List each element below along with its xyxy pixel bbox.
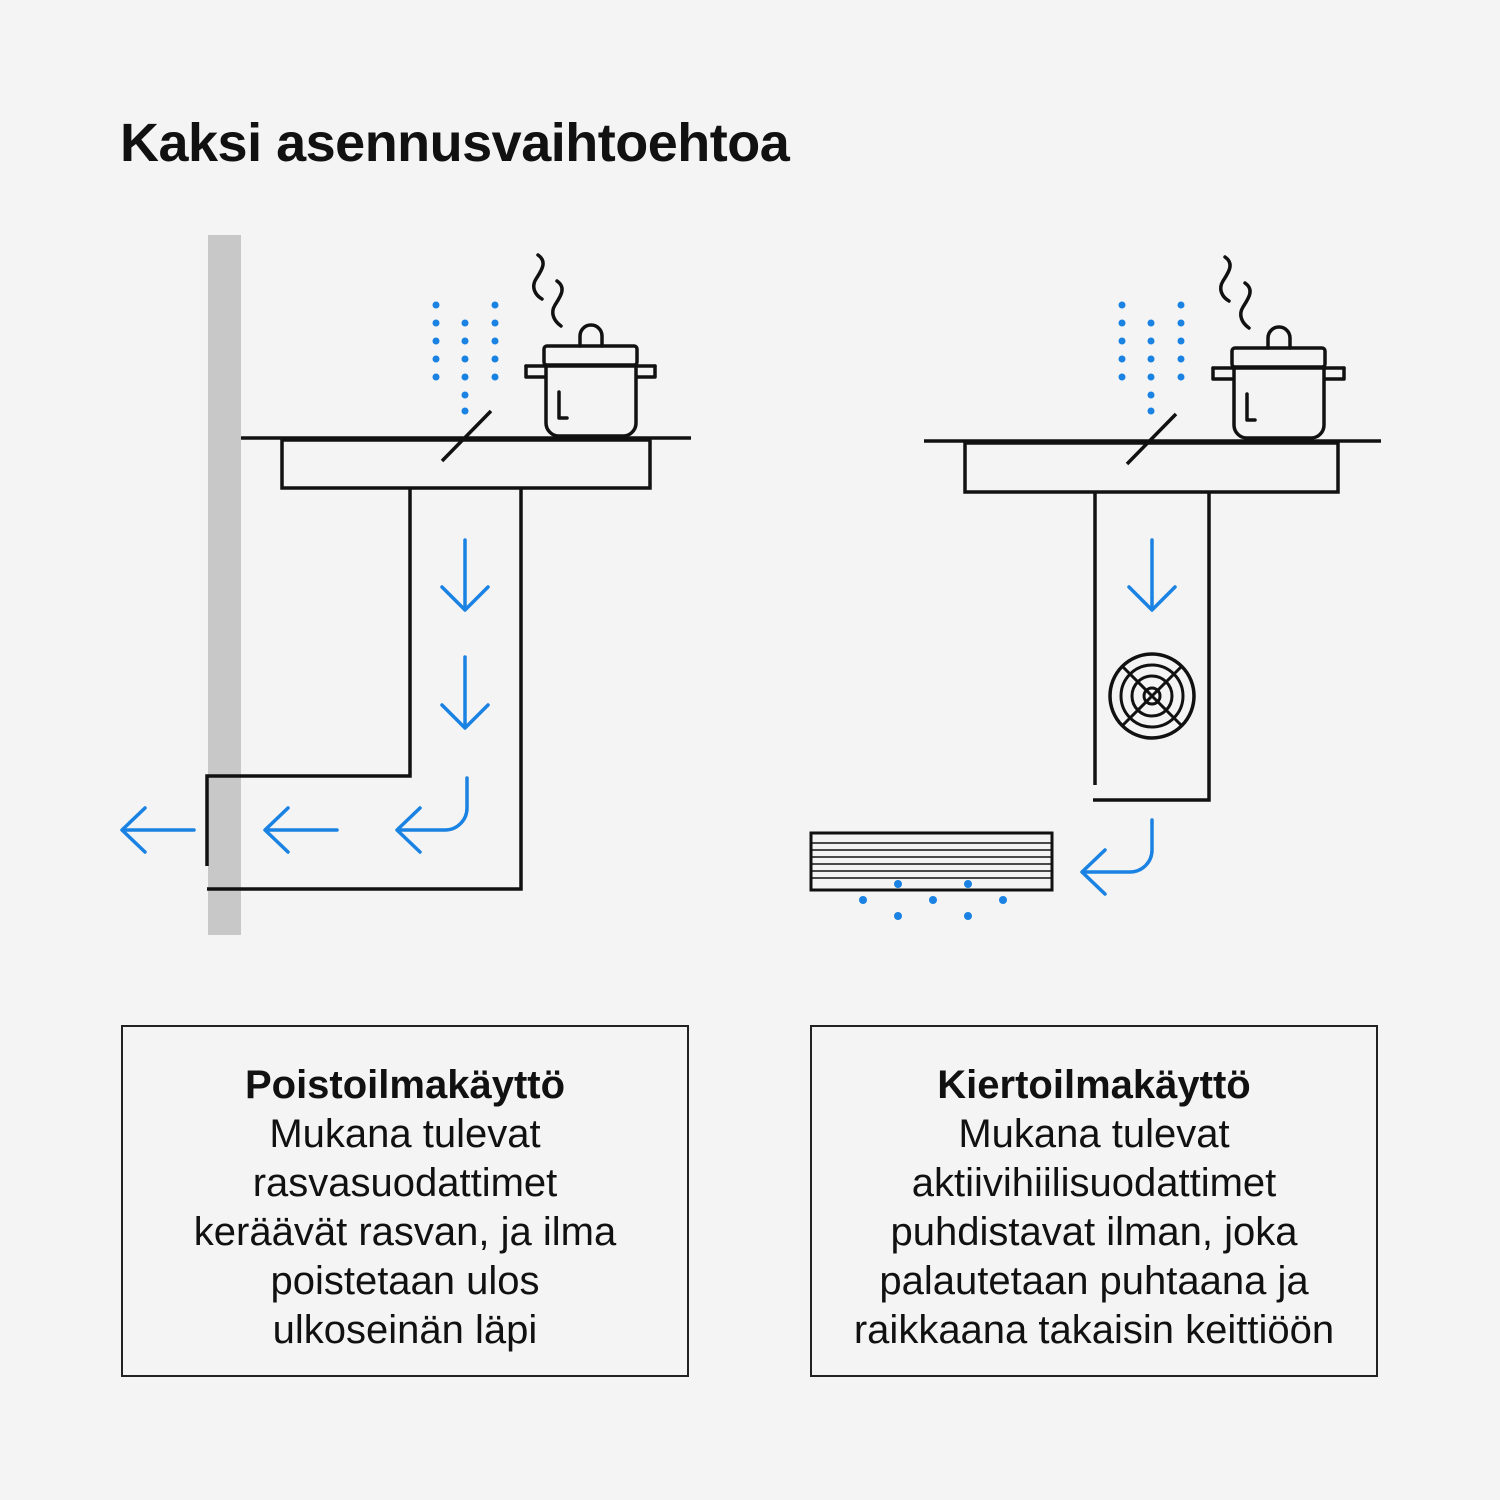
arrow-left-icon: [263, 806, 339, 854]
recirculation-diagram: [809, 255, 1381, 920]
arrow-down-icon: [440, 655, 490, 730]
hob-slot: [1125, 412, 1178, 466]
vent-grille-icon: [809, 831, 1054, 892]
arrow-left-icon: [120, 806, 196, 854]
option-description-line: keräävät rasvan, ja ilma: [193, 1210, 617, 1254]
arrow-curve-left-icon: [1080, 818, 1154, 896]
clean-air-dots: [859, 880, 1007, 920]
arrow-down-icon: [1127, 538, 1177, 612]
steam-icon: [1219, 255, 1252, 330]
installation-diagram: [120, 235, 1381, 935]
option-description-line: palautetaan puhtaana ja: [879, 1259, 1309, 1303]
option-description-line: poistetaan ulos: [270, 1259, 540, 1303]
option-heading: Kiertoilmakäyttö: [937, 1063, 1251, 1107]
option-heading: Poistoilmakäyttö: [244, 1063, 566, 1107]
hob-slot: [440, 409, 493, 463]
fan-icon: [1108, 652, 1196, 740]
option-description-line: rasvasuodattimet: [252, 1161, 558, 1205]
option-description-line: aktiivihiilisuodattimet: [911, 1161, 1277, 1205]
pot-icon: [524, 323, 657, 438]
option-card-exhaust: Poistoilmakäyttö Mukana tulevat rasvasuo…: [121, 1025, 689, 1377]
fume-dots: [1118, 301, 1185, 415]
option-description-line: ulkoseinän läpi: [272, 1308, 538, 1352]
wall: [208, 235, 241, 935]
pot-icon: [1211, 325, 1346, 440]
arrow-down-icon: [440, 538, 490, 612]
fume-dots: [432, 301, 499, 415]
option-description-line: puhdistavat ilman, joka: [890, 1210, 1298, 1254]
recirculation-duct: [1093, 492, 1211, 802]
page-title: Kaksi asennusvaihtoehtoa: [120, 113, 790, 173]
option-card-recirculation: Kiertoilmakäyttö Mukana tulevat aktiivih…: [810, 1025, 1378, 1377]
option-description-line: raikkaana takaisin keittiöön: [853, 1308, 1335, 1352]
steam-icon: [532, 253, 564, 328]
exhaust-diagram: [120, 235, 691, 935]
option-description-line: Mukana tulevat: [958, 1112, 1230, 1156]
exhaust-duct: [205, 488, 523, 891]
hob-unit: [280, 438, 652, 490]
hob-unit: [963, 441, 1340, 494]
option-description-line: Mukana tulevat: [269, 1112, 541, 1156]
arrow-curve-left-icon: [395, 776, 469, 854]
